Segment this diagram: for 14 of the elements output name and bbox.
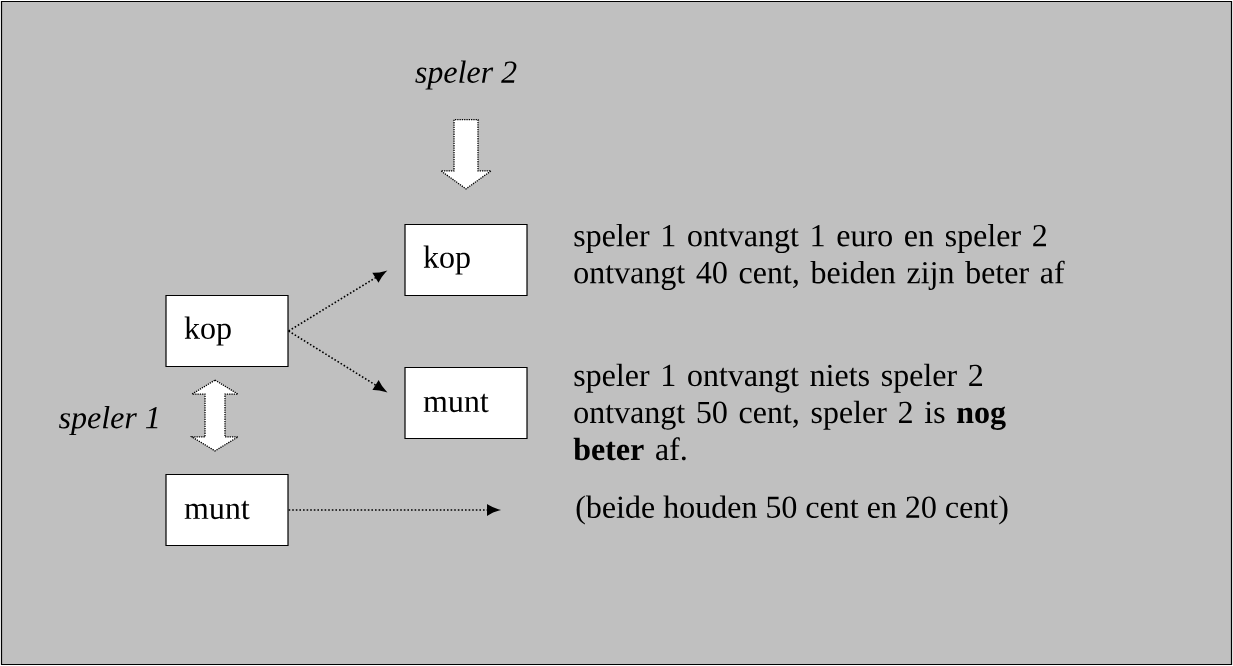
player-label: speler 2: [415, 60, 517, 90]
arrow-label: speler 1: [59, 406, 158, 435]
block-arrow: [439, 119, 494, 190]
arrow: [287, 330, 386, 392]
outcome-text: speler 1 ontvangt niets speler 2 ontvangt 50 cent, speler 2 is nog beter af.: [573, 363, 1006, 461]
text-box: munt: [165, 473, 289, 547]
arrow: [287, 271, 386, 332]
outcome-text: speler 1 ontvangt 1 euro en speler 2 ontvangt 40 cent, beiden zijn beter af: [574, 223, 1065, 291]
outcome-text: (beide houden 50 cent en 20 cent): [576, 495, 1008, 525]
block-arrow: [189, 379, 241, 452]
text-box: kop: [165, 294, 289, 368]
text-box: kop: [404, 223, 528, 297]
arrow: [287, 504, 499, 516]
text-box: munt: [404, 366, 528, 440]
